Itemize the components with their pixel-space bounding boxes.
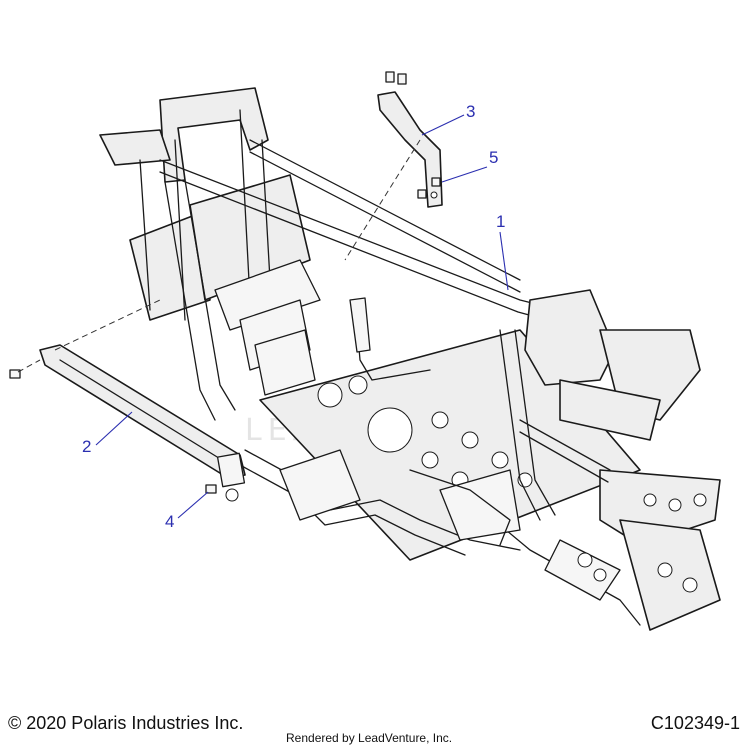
callout-3: 3: [421, 102, 475, 136]
rendered-by-text: Rendered by LeadVenture, Inc.: [286, 731, 453, 745]
callout-2: 2: [82, 411, 133, 456]
part-5-fasteners: [385, 71, 441, 199]
main-frame: [99, 87, 721, 631]
assembly-line: [54, 299, 161, 351]
callout-5: 5: [441, 148, 498, 183]
assembly-line: [17, 359, 41, 373]
svg-text:3: 3: [466, 102, 475, 121]
copyright-text: © 2020 Polaris Industries Inc.: [8, 713, 244, 733]
svg-text:5: 5: [489, 148, 498, 167]
part-2-cross-tube: [39, 344, 246, 502]
callout-4: 4: [165, 491, 209, 531]
svg-text:1: 1: [496, 212, 505, 231]
svg-text:2: 2: [82, 437, 91, 456]
callout-1: 1: [496, 212, 509, 291]
diagram-id: C102349-1: [650, 713, 740, 733]
part-3-bracket: [377, 91, 443, 208]
part-4-bolts: [9, 369, 217, 494]
assembly-line: [344, 139, 421, 261]
svg-text:4: 4: [165, 512, 174, 531]
